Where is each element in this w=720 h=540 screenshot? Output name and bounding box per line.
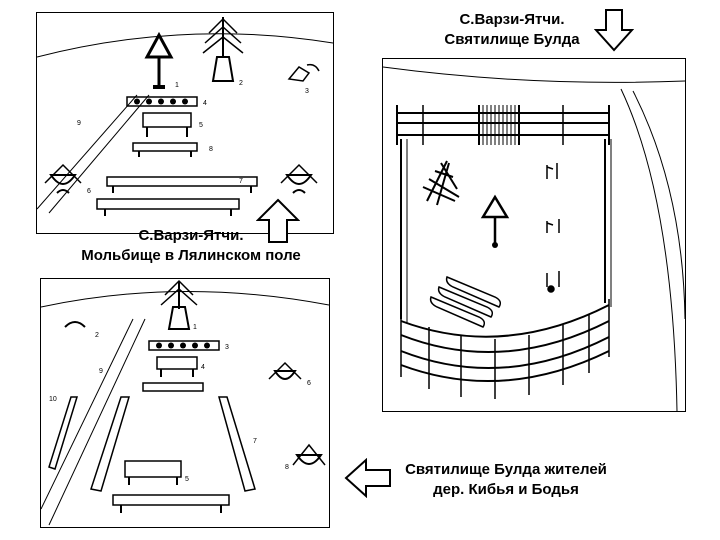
marker-label: 3 [305, 88, 309, 95]
panel-lyalinsky-field: 1 2 3 4 5 6 7 8 9 [36, 12, 334, 234]
middle-caption-line2: Мольбище в Лялинском поле [81, 247, 301, 264]
top-right-caption-line1: С.Варзи-Ятчи. [459, 11, 565, 28]
marker-label: 6 [307, 380, 311, 387]
left-arrow-icon [344, 458, 391, 498]
bench-icon [132, 142, 198, 157]
bench-icon [106, 176, 258, 193]
bottom-caption: Святилище Булда жителей дер. Кибья и Бод… [376, 460, 636, 500]
marker-label: 6 [87, 188, 91, 195]
marker-label: 3 [225, 344, 229, 351]
marker-label: 9 [77, 120, 81, 127]
offering-board-icon [126, 96, 198, 107]
shelter-icon [64, 321, 86, 328]
cauldron-icon [280, 163, 318, 194]
kibya-bodya-drawing: 1 2 3 4 5 6 7 8 9 10 [41, 279, 329, 526]
marker-label: 7 [239, 178, 243, 185]
marker-label: 10 [49, 396, 57, 403]
marker-label: 1 [193, 324, 197, 331]
panel-bulda-sanctuary [382, 58, 686, 412]
logs-icon [429, 275, 502, 328]
firewood-pile-icon [422, 160, 460, 206]
down-arrow-icon [594, 9, 634, 52]
marker-label: 8 [285, 464, 289, 471]
triangle-post-icon [480, 194, 510, 248]
table-icon [124, 460, 182, 485]
fence-top [396, 105, 610, 145]
offering-board-icon [148, 340, 220, 351]
top-right-caption: С.Варзи-Ятчи. Святилище Булда [422, 10, 602, 50]
bottom-caption-line1: Святилище Булда жителей [405, 461, 607, 478]
cauldron-icon [292, 443, 326, 466]
shelter-icon [287, 63, 320, 82]
marker-label: 5 [199, 122, 203, 129]
fir-tree-icon [202, 17, 244, 82]
marker-label: 1 [175, 82, 179, 89]
marker-label: 9 [99, 368, 103, 375]
fence-left [400, 139, 408, 323]
fir-tree-icon [160, 279, 198, 330]
long-bench-icon [112, 494, 230, 513]
top-right-caption-line2: Святилище Булда [444, 31, 580, 48]
marker-label: 8 [209, 146, 213, 153]
marker-label: 2 [239, 80, 243, 87]
table-icon [156, 356, 198, 377]
cauldron-icon [44, 163, 82, 194]
long-bench-icon [96, 198, 240, 216]
fence-bottom [400, 299, 610, 399]
marker-label: 5 [185, 476, 189, 483]
table-icon [142, 112, 192, 137]
cauldron-icon [268, 361, 302, 380]
bench-icon [142, 382, 204, 392]
long-bench-icon [48, 396, 256, 492]
marker-label: 4 [201, 364, 205, 371]
bulda-sanctuary-drawing [383, 66, 685, 411]
marker-label: 7 [253, 438, 257, 445]
up-arrow-icon [256, 198, 300, 243]
hearth-icon [546, 163, 560, 293]
middle-caption-line1: С.Варзи-Ятчи. [138, 227, 244, 244]
triangle-post-icon [144, 31, 174, 89]
bottom-caption-line2: дер. Кибья и Бодья [433, 481, 579, 498]
lyalinsky-field-drawing: 1 2 3 4 5 6 7 8 9 [37, 17, 333, 216]
marker-label: 4 [203, 100, 207, 107]
middle-caption: С.Варзи-Ятчи. Мольбище в Лялинском поле [56, 226, 326, 266]
panel-kibya-bodya: 1 2 3 4 5 6 7 8 9 10 [40, 278, 330, 528]
fence-right [604, 139, 612, 307]
marker-label: 2 [95, 332, 99, 339]
